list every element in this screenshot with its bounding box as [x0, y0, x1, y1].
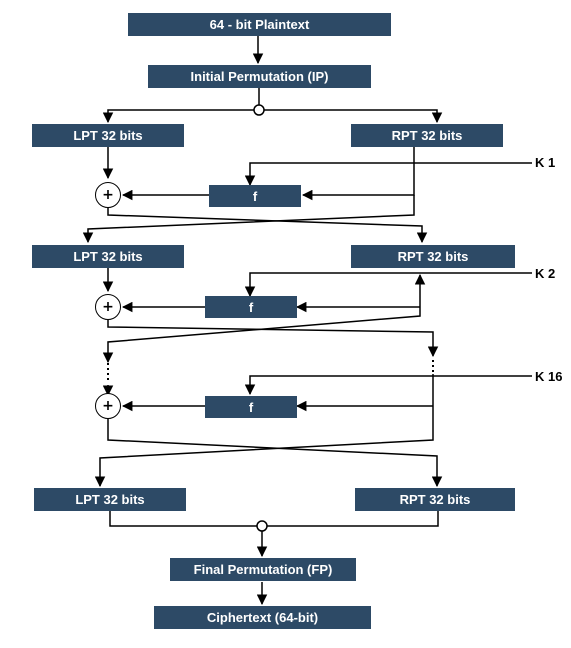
- initial-permutation-box: Initial Permutation (IP): [148, 65, 371, 88]
- rpt-box-round2: RPT 32 bits: [351, 245, 515, 268]
- key-label-k2: K 2: [535, 266, 556, 281]
- f-function-box-round1: f: [209, 185, 301, 207]
- lpt-box-round1: LPT 32 bits: [32, 124, 184, 147]
- rpt-box-round1: RPT 32 bits: [351, 124, 503, 147]
- rpt-box-final: RPT 32 bits: [355, 488, 515, 511]
- xor-round2: +: [95, 294, 121, 320]
- xor-round16: +: [95, 393, 121, 419]
- f-function-box-round16: f: [205, 396, 297, 418]
- final-permutation-box: Final Permutation (FP): [170, 558, 356, 581]
- lpt-box-round2: LPT 32 bits: [32, 245, 184, 268]
- xor-round1: +: [95, 182, 121, 208]
- f-function-box-round2: f: [205, 296, 297, 318]
- key-label-k16: K 16: [535, 369, 563, 384]
- plaintext-box: 64 - bit Plaintext: [128, 13, 391, 36]
- ciphertext-box: Ciphertext (64-bit): [154, 606, 371, 629]
- lpt-box-final: LPT 32 bits: [34, 488, 186, 511]
- key-label-k1: K 1: [535, 155, 556, 170]
